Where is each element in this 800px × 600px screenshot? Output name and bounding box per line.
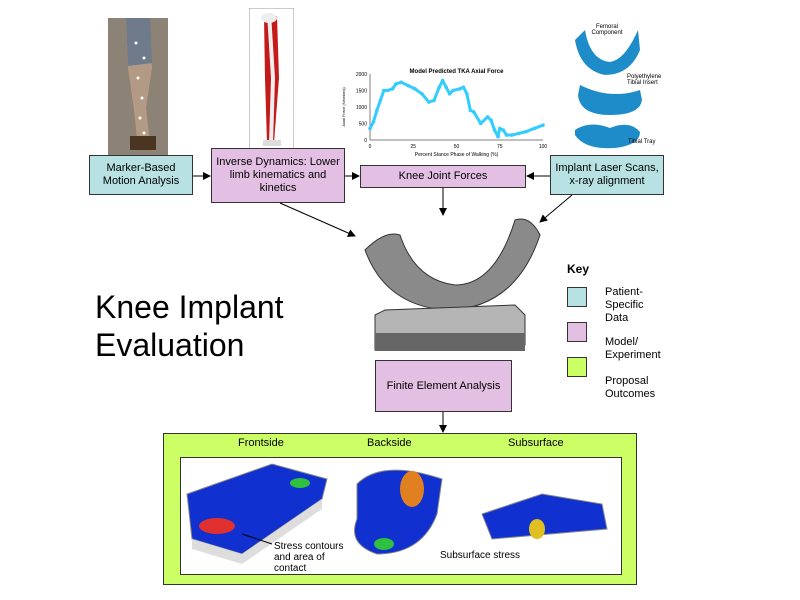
y-axis-label: Axial Force (Newtons) <box>341 87 346 127</box>
force-data-point <box>420 92 424 96</box>
force-data-point <box>390 87 395 91</box>
y-tick-label: 0 <box>364 138 367 144</box>
tibial-insert-label: Polyethylene Tibial Insert <box>627 74 662 86</box>
force-data-point <box>406 83 410 88</box>
frontside-header: Frontside <box>238 437 284 449</box>
key-swatch-patient-data <box>567 287 587 307</box>
key-label-model: Model/ Experiment <box>605 336 661 361</box>
backside-header: Backside <box>367 437 412 449</box>
force-data-point <box>461 85 466 89</box>
x-tick-label: 25 <box>410 144 416 150</box>
x-axis-label: Percent Stance Phase of Walking (%) <box>415 152 499 157</box>
femoral-component-label: Femoral Component <box>591 24 623 36</box>
y-tick-label: 500 <box>359 122 368 128</box>
force-data-point <box>472 110 476 114</box>
x-tick-label: 75 <box>497 144 503 150</box>
force-data-point <box>516 131 521 136</box>
subsurface-stress-annotation: Subsurface stress <box>440 550 521 561</box>
force-data-point <box>368 126 372 131</box>
x-tick-label: 100 <box>539 144 548 150</box>
force-data-point <box>496 134 500 139</box>
force-data-point <box>437 85 441 89</box>
force-data-point <box>427 100 431 104</box>
box-label: Implant Laser Scans, x-ray alignment <box>555 162 659 187</box>
force-data-point <box>497 126 502 131</box>
force-data-point <box>501 128 506 132</box>
key-swatch-model <box>567 322 587 342</box>
force-data-point <box>382 88 386 93</box>
force-data-point <box>371 120 376 124</box>
finite-element-analysis-box: Finite Element Analysis <box>375 360 512 412</box>
x-tick-label: 0 <box>369 144 372 150</box>
force-data-point <box>385 88 390 93</box>
marker-motion-analysis-box: Marker-Based Motion Analysis <box>89 155 193 195</box>
force-data-point <box>541 123 545 127</box>
key-title: Key <box>567 262 590 276</box>
tibial-tray-label: Tibial Tray <box>628 139 656 145</box>
force-data-point <box>492 128 497 132</box>
force-data-point <box>504 133 509 137</box>
musculoskeletal-model-image <box>249 8 294 151</box>
force-data-point <box>444 85 448 89</box>
force-data-point <box>458 87 462 91</box>
stress-contours-annotation: Stress contours and area of contact <box>274 541 344 574</box>
force-data-point <box>447 92 452 96</box>
box-label: Finite Element Analysis <box>386 379 501 392</box>
force-data-point <box>413 87 417 91</box>
key-label-patient-data: Patient-Specific Data <box>605 286 644 324</box>
subsurface-header: Subsurface <box>508 437 564 449</box>
force-data-point <box>465 92 469 96</box>
force-data-point <box>532 126 537 131</box>
knee-implant-mesh-image <box>364 218 541 351</box>
knee-joint-forces-box: Knee Joint Forces <box>360 165 526 188</box>
implant-components-image <box>575 30 642 149</box>
force-data-point <box>478 121 483 126</box>
key-swatch-outcomes <box>567 357 587 377</box>
force-data-point <box>468 108 473 113</box>
force-data-point <box>399 80 403 85</box>
force-data-point <box>440 78 445 83</box>
force-data-point <box>510 133 514 137</box>
chart-title: Model Predicted TKA Axial Force <box>410 69 505 75</box>
implant-laser-scans-box: Implant Laser Scans, x-ray alignment <box>550 155 664 195</box>
fea-stress-contour-images <box>186 463 608 564</box>
y-tick-label: 1000 <box>356 105 367 111</box>
force-data-point <box>378 98 383 103</box>
motion-capture-photo <box>108 18 168 155</box>
force-data-point <box>375 108 379 113</box>
force-data-point <box>523 129 528 134</box>
force-data-point <box>485 115 490 119</box>
box-label: Marker-Based Motion Analysis <box>102 162 180 187</box>
y-tick-label: 1500 <box>356 89 367 95</box>
key-label-outcomes: Proposal Outcomes <box>605 375 656 400</box>
inverse-dynamics-box: Inverse Dynamics: Lower limb kinematics … <box>211 148 345 203</box>
force-data-point <box>432 98 436 103</box>
force-data-point <box>451 88 455 93</box>
x-tick-label: 50 <box>454 144 460 150</box>
y-tick-label: 2000 <box>356 72 367 78</box>
force-data-point <box>489 118 493 122</box>
force-data-point <box>394 82 398 86</box>
box-label: Knee Joint Forces <box>398 170 488 182</box>
box-label: Inverse Dynamics: Lower limb kinematics … <box>216 156 340 194</box>
